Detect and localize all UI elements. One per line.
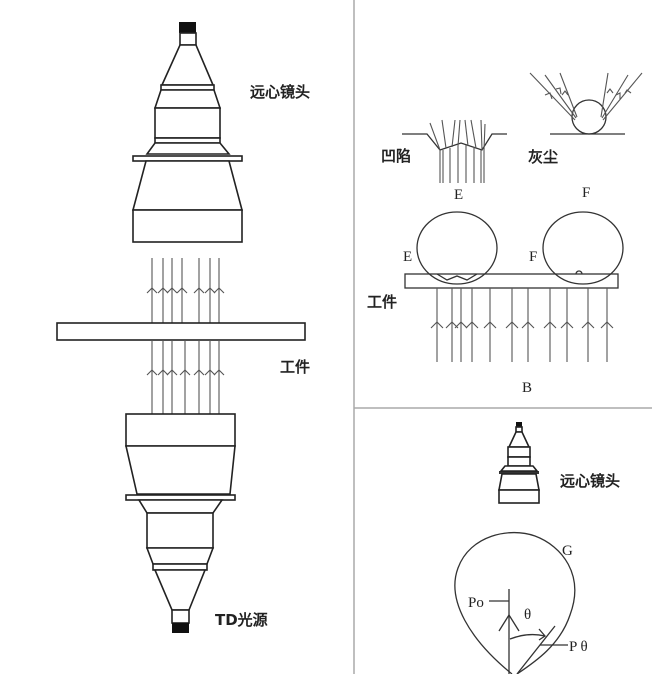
arrow-up-icon [600,321,614,329]
arrow-up-icon [176,287,188,294]
f-ellipse [542,211,624,285]
workpiece-label: 工件 [280,358,310,376]
e-ellipse [416,211,498,285]
arrow-up-icon [454,321,468,329]
dent-profile [436,273,478,281]
arrow-up-icon [204,287,216,294]
b-label: B [522,380,532,396]
arrow-up-icon [560,321,574,329]
td-light-source [124,413,236,633]
e-small-label: E [454,187,463,203]
dent-diagram [402,119,507,183]
arrow-up-icon [430,321,444,329]
ptheta-label: P θ [569,639,588,655]
light-rays-upper [146,258,225,323]
g-label: G [562,543,573,559]
arrow-up-icon [521,321,535,329]
dust-particle [575,270,583,275]
arrow-up-icon [166,287,178,294]
arrow-up-icon [213,369,225,376]
arrow-up-icon [213,287,225,294]
arrow-up-icon [157,369,169,376]
arrow-up-icon [204,369,216,376]
light-source-label: TD光源 [215,611,268,629]
arrow-up-icon [146,287,158,294]
arrow-up-icon [157,287,169,294]
arrow-up-icon [581,321,595,329]
arrow-up-icon [483,321,497,329]
workpiece-plate [56,322,306,341]
theta-label: θ [524,607,531,623]
arrow-up-icon [179,369,191,376]
arrow-up-icon [193,369,205,376]
radiation-pattern-g [454,531,576,674]
telecentric-lens-small [498,422,540,504]
dust-diagram [529,72,643,135]
arrow-up-icon [505,321,519,329]
arrow-up-icon [193,287,205,294]
arrow-up-icon [445,321,459,329]
lens-label-small: 远心镜头 [560,472,620,490]
arrow-up-icon [543,321,557,329]
f-small-label: F [582,185,590,201]
dust-label: 灰尘 [528,148,558,166]
light-rays-lower [146,340,225,414]
arrow-up-icon [146,369,158,376]
arrow-up-icon [166,369,178,376]
po-label: Po [468,595,484,611]
lens-label: 远心镜头 [250,83,310,101]
e-label: E [403,249,412,265]
f-label: F [529,249,537,265]
telecentric-lens-top [131,22,244,243]
dent-label: 凹陷 [381,147,411,165]
angle-indicator [489,589,568,674]
workpiece-label-right: 工件 [367,293,397,311]
light-rays-right [430,288,614,362]
arrow-up-icon [465,321,479,329]
workpiece-plate-right [404,273,619,289]
